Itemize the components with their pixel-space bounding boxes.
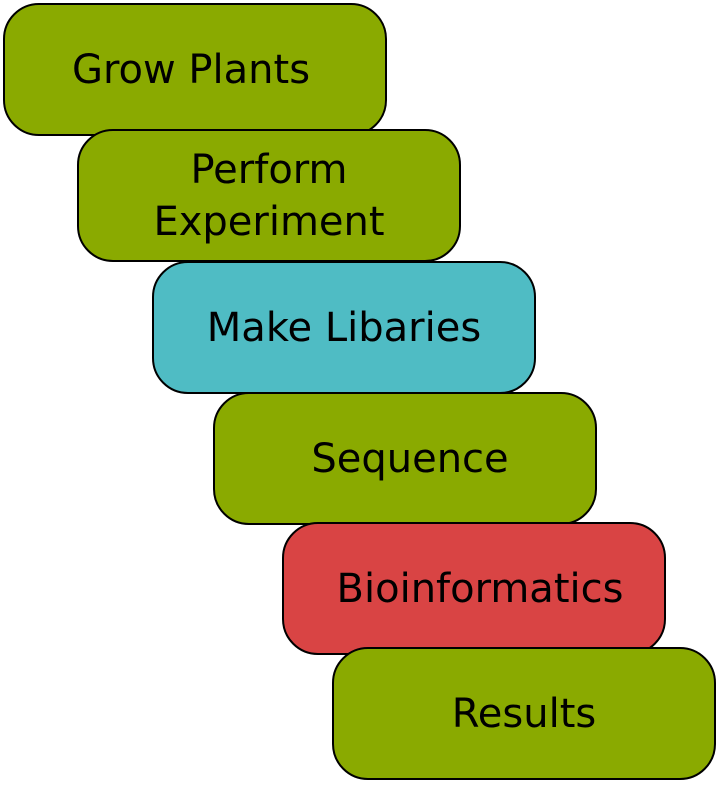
step-label: Grow Plants (71, 46, 311, 93)
step-grow-plants: Grow Plants (3, 3, 387, 136)
step-perform-experiment: Perform Experiment (77, 129, 461, 262)
step-label: Sequence (311, 435, 509, 482)
step-sequence: Sequence (213, 392, 597, 525)
step-label: Bioinformatics (336, 565, 624, 612)
step-bioinformatics: Bioinformatics (282, 522, 666, 655)
step-label: Make Libaries (206, 304, 482, 351)
step-label: Results (451, 690, 597, 737)
step-label: Perform Experiment (153, 146, 385, 245)
step-make-libaries: Make Libaries (152, 261, 536, 394)
step-results: Results (332, 647, 716, 780)
